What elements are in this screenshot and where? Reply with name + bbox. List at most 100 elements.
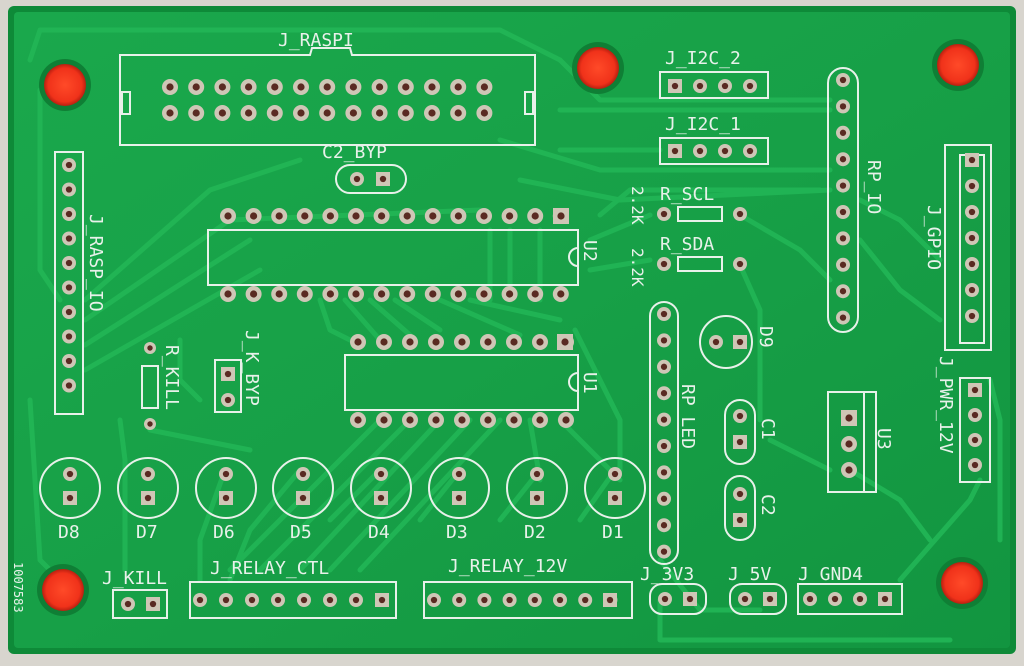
j-kill-outline <box>112 589 168 619</box>
pad-hole <box>971 411 979 419</box>
pad-hole <box>839 208 847 216</box>
pad-hole <box>192 83 200 91</box>
pad-hole <box>377 470 385 478</box>
pad-hole <box>686 595 694 603</box>
pad-hole <box>480 290 488 298</box>
pad-hole <box>354 416 362 424</box>
pad-hole <box>323 83 331 91</box>
pad-hole <box>222 596 230 604</box>
u1-outline <box>344 354 579 411</box>
label-rp-io: RP_IO <box>863 160 884 214</box>
pad-hole <box>736 516 744 524</box>
pad-hole <box>166 109 174 117</box>
pad-hole <box>224 212 232 220</box>
j-rasp-io-outline <box>54 151 84 415</box>
pad-hole <box>671 82 679 90</box>
pad-hole <box>323 109 331 117</box>
pad-hole <box>66 494 74 502</box>
pad-hole <box>297 109 305 117</box>
label-r-scl: R_SCL <box>660 184 714 205</box>
pad-hole <box>432 416 440 424</box>
r-kill-outline <box>141 365 159 409</box>
j-k-byp-outline <box>214 359 242 413</box>
u2-outline <box>207 229 579 286</box>
j-gpio-outline <box>944 144 992 351</box>
pad-hole <box>458 416 466 424</box>
pad-hole <box>147 345 153 351</box>
pad-hole <box>536 338 544 346</box>
pad-hole <box>968 286 976 294</box>
pad-hole <box>271 109 279 117</box>
pad-hole <box>766 595 774 603</box>
label-j-kill: J_KILL <box>102 568 167 589</box>
pad-hole <box>353 175 361 183</box>
pad-hole <box>352 596 360 604</box>
pad-hole <box>480 109 488 117</box>
pad-hole <box>839 288 847 295</box>
pad-hole <box>721 82 729 90</box>
pad-hole <box>380 416 388 424</box>
pad-hole <box>403 290 411 298</box>
silkscreen-labels: J_RASPI J_I2C_2 J_I2C_1 C2_BYP R_SCL R_S… <box>11 30 956 613</box>
pad-hole <box>712 338 720 346</box>
pad-hole <box>557 290 565 298</box>
pad-hole <box>428 83 436 91</box>
pad-hole <box>660 522 668 529</box>
pad-hole <box>968 312 976 320</box>
pad-hole <box>968 182 976 190</box>
label-j-gpio: J_GPIO <box>923 205 944 270</box>
pad-hole <box>845 440 853 448</box>
pad-hole <box>741 595 749 603</box>
label-d6: D6 <box>213 522 235 543</box>
pad-hole <box>839 261 847 268</box>
pad-hole <box>352 290 360 298</box>
d5-outline <box>272 457 334 519</box>
pad-hole <box>300 596 308 604</box>
pad-hole <box>65 210 73 218</box>
pad-hole <box>561 338 569 346</box>
d1-outline <box>584 457 646 519</box>
pad-hole <box>166 83 174 91</box>
pad-hole <box>968 234 976 242</box>
pad-hole <box>510 338 518 346</box>
pad-hole <box>65 161 73 169</box>
label-j-rasp-io: J_RASP_IO <box>85 214 106 312</box>
pad-hole <box>349 83 357 91</box>
u3-outline <box>827 391 877 493</box>
pad-hole <box>557 212 565 220</box>
pad-hole <box>660 310 668 318</box>
r-sda-outline <box>677 256 723 272</box>
pad-hole <box>533 470 541 478</box>
pad-hole <box>149 600 157 608</box>
pad-hole <box>299 494 307 502</box>
pad-hole <box>845 414 853 422</box>
label-j-i2c-1: J_I2C_1 <box>665 114 741 135</box>
label-d1: D1 <box>602 522 624 543</box>
pad-hole <box>480 83 488 91</box>
label-d2: D2 <box>524 522 546 543</box>
d2-outline <box>506 457 568 519</box>
pad-hole <box>660 210 668 218</box>
pad-hole <box>406 338 414 346</box>
mount-hole-icon <box>941 562 983 604</box>
pad-hole <box>839 76 847 84</box>
pad-hole <box>455 470 463 478</box>
pad-hole <box>480 212 488 220</box>
label-val-2k2-a: 2.2K <box>628 186 647 225</box>
pad-hole <box>556 596 564 604</box>
pad-hole <box>429 212 437 220</box>
pad-hole <box>378 212 386 220</box>
pad-hole <box>696 147 704 155</box>
pad-hole <box>736 260 744 268</box>
pad-hole <box>531 290 539 298</box>
label-u2: U2 <box>579 240 600 262</box>
label-j-relay-12v: J_RELAY_12V <box>448 556 567 577</box>
j-relay-ctl-outline <box>189 581 397 619</box>
pad-hole <box>660 363 668 370</box>
pad-hole <box>660 442 668 450</box>
pad-hole <box>839 103 847 110</box>
pad-hole <box>881 595 889 603</box>
pad-hole <box>456 596 463 604</box>
label-j-k-byp: J_K_BYP <box>241 330 262 406</box>
